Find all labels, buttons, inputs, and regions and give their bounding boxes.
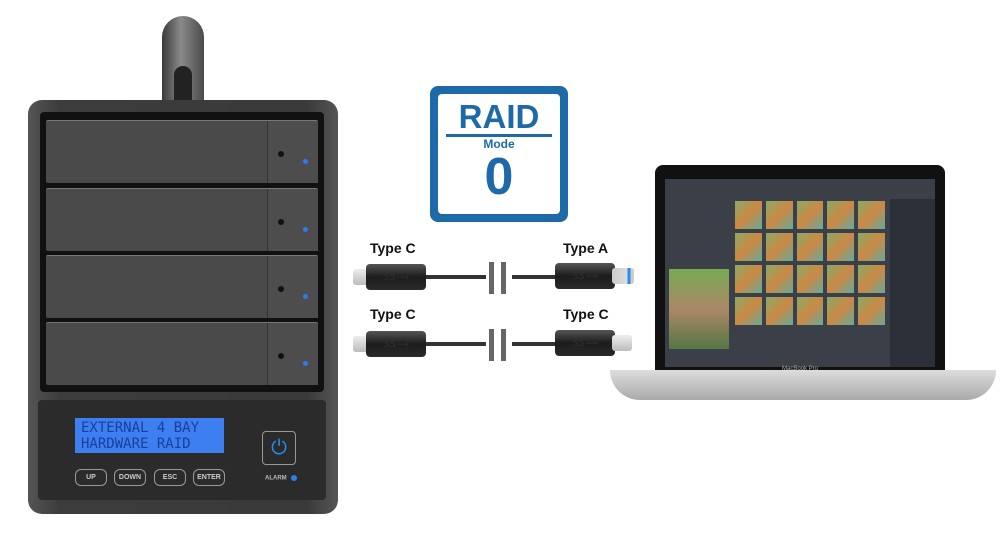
laptop-brand: MacBook Pro [781,366,818,372]
power-icon: ⏻ [271,437,287,459]
side-panel [890,199,935,367]
led-icon [303,227,308,232]
mode-value: 0 [484,148,514,206]
alarm-label: ALARM [265,475,287,482]
raid-title: RAID [458,98,540,135]
ss-logo-icon: SS⟶ [555,330,615,356]
drive-bay-3[interactable] [46,255,318,318]
lcd-line-1: EXTERNAL 4 BAY [81,420,200,436]
drive-bay-4[interactable] [46,322,318,385]
laptop-base [610,370,996,400]
break-icon [489,329,494,361]
alarm-indicator: ALARM [265,475,297,482]
enter-button[interactable]: ENTER [193,469,225,486]
break-icon [489,262,494,294]
led-icon [303,294,308,299]
raid-mode-badge: RAID Mode 0 [430,86,568,222]
cable-2-left-label: Type C [370,306,416,322]
cable-2-right-label: Type C [563,306,609,322]
enclosure-handle [162,16,204,106]
break-icon [501,262,506,294]
ss-logo-icon: SS⟶ [366,264,426,290]
cable-1-right-label: Type A [563,240,609,256]
up-button[interactable]: UP [75,469,107,486]
cable-1-left-label: Type C [370,240,416,256]
ss-logo-icon: SS⟶ [366,331,426,357]
drive-bay-1[interactable] [46,120,318,183]
photo-browser-app [665,179,935,367]
usb-a-connector-icon [612,268,634,284]
drive-bay-2[interactable] [46,188,318,251]
lcd-line-2: HARDWARE RAID [81,436,191,452]
mode-label: Mode [483,137,515,151]
power-button[interactable]: ⏻ [262,431,296,465]
drive-bays [40,112,324,392]
led-icon [303,159,308,164]
down-button[interactable]: DOWN [114,469,146,486]
usb-c-connector-icon [353,269,369,285]
usb-c-connector-icon [612,335,632,351]
alarm-led-icon [290,475,297,481]
usb-c-connector-icon [353,336,369,352]
esc-button[interactable]: ESC [154,469,186,486]
led-icon [303,361,308,366]
break-icon [501,329,506,361]
laptop-screen [655,165,945,375]
photo-preview [669,269,729,349]
ss-logo-icon: SS⟶ [555,263,615,289]
thumbnail-grid [735,201,885,325]
